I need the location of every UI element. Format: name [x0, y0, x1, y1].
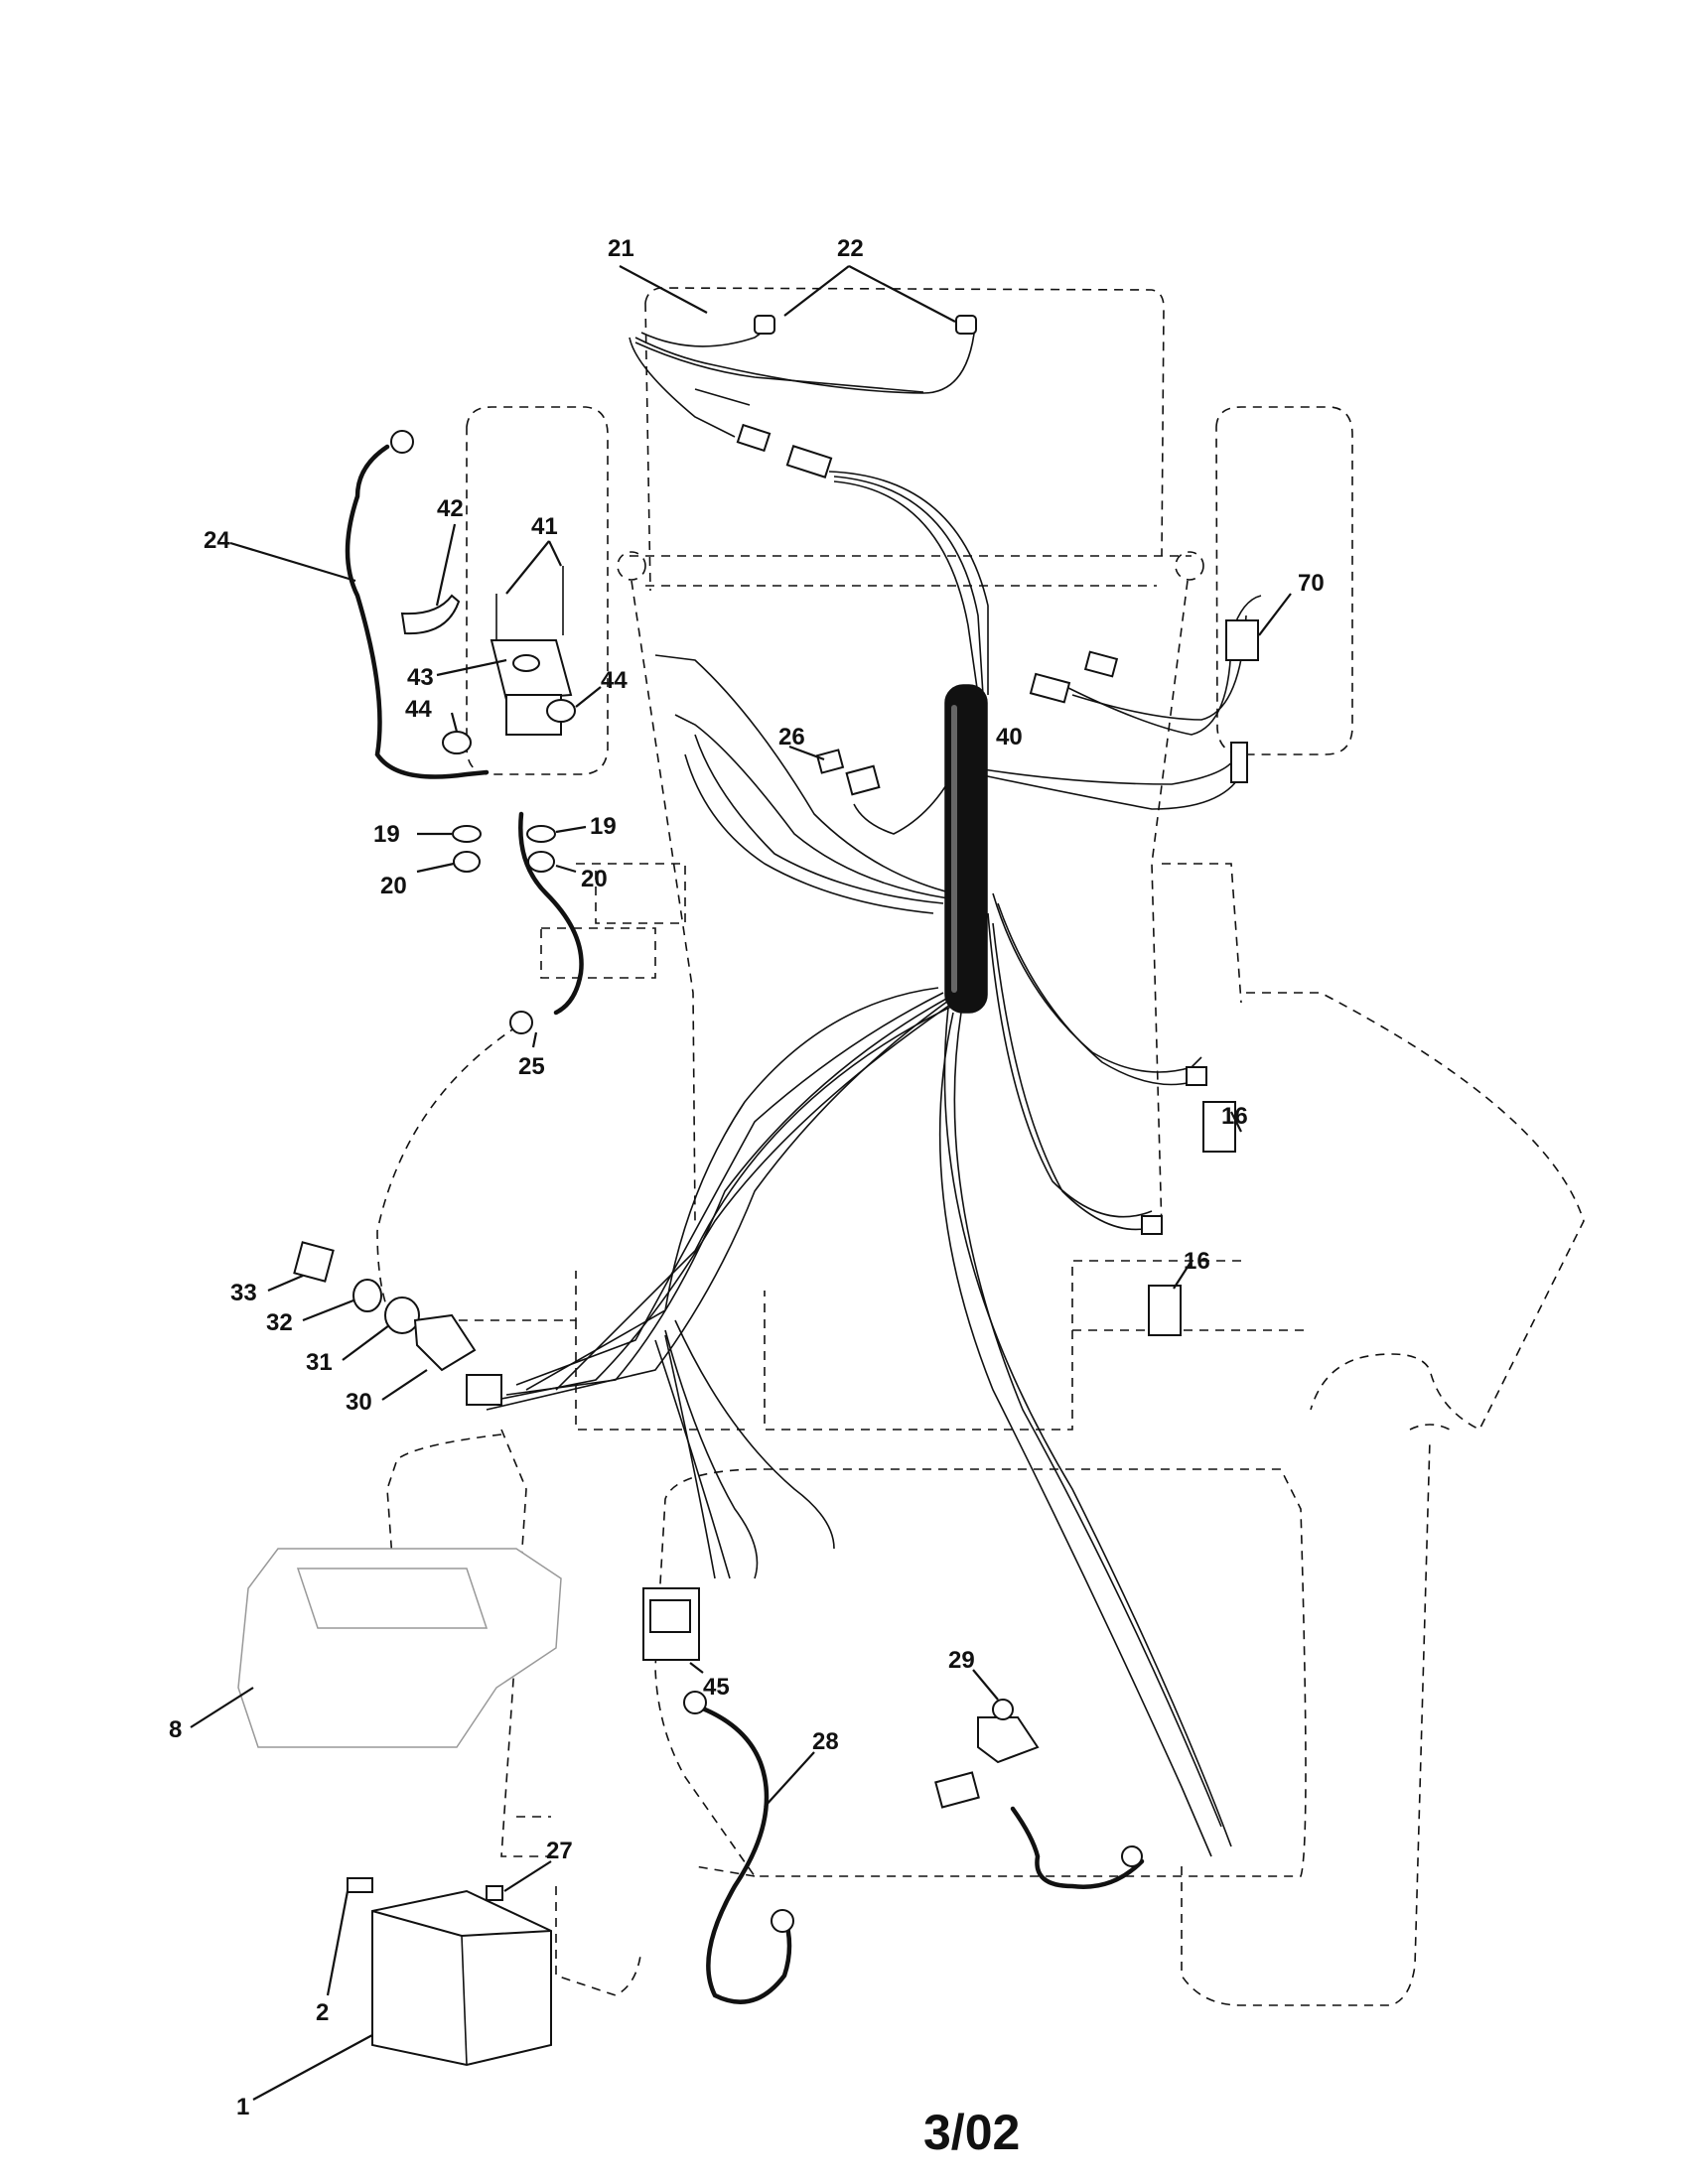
callout-25: 25: [518, 1053, 545, 1080]
callout-20b: 20: [581, 866, 608, 892]
callout-labels: 21 22 24 42 41 43 44 44 19 19 20 20 25 2…: [169, 235, 1325, 2120]
callout-32: 32: [266, 1309, 293, 1336]
revision-code: 3/02: [923, 2105, 1020, 2160]
callout-44b: 44: [601, 667, 628, 694]
wire-loom: [944, 684, 988, 1014]
callout-19b: 19: [590, 813, 617, 840]
callout-31: 31: [306, 1349, 333, 1376]
parts: [237, 315, 1259, 2067]
callout-45: 45: [703, 1674, 730, 1701]
callout-44a: 44: [405, 696, 432, 723]
callout-33: 33: [230, 1280, 257, 1306]
callout-16a: 16: [1221, 1103, 1248, 1130]
callout-28: 28: [812, 1728, 839, 1755]
wiring-harness: [486, 323, 1262, 1857]
callout-1: 1: [236, 2094, 249, 2120]
callout-42: 42: [437, 495, 464, 522]
callout-30: 30: [346, 1389, 372, 1416]
leader-lines: [190, 265, 1292, 2101]
callout-20a: 20: [380, 873, 407, 899]
callout-70: 70: [1298, 570, 1325, 597]
callout-43: 43: [407, 664, 434, 691]
cables: [345, 444, 1145, 2004]
callout-40: 40: [996, 724, 1023, 751]
callout-21: 21: [608, 235, 634, 262]
callout-22: 22: [837, 235, 864, 262]
tractor-outline: [376, 287, 1585, 2006]
callout-41: 41: [531, 513, 558, 540]
callout-26: 26: [778, 724, 805, 751]
callout-29: 29: [948, 1647, 975, 1674]
callout-8: 8: [169, 1716, 182, 1743]
callout-24: 24: [204, 527, 230, 554]
callout-27: 27: [546, 1838, 573, 1864]
callout-19a: 19: [373, 821, 400, 848]
callout-16b: 16: [1184, 1248, 1210, 1275]
callout-2: 2: [316, 1999, 329, 2026]
